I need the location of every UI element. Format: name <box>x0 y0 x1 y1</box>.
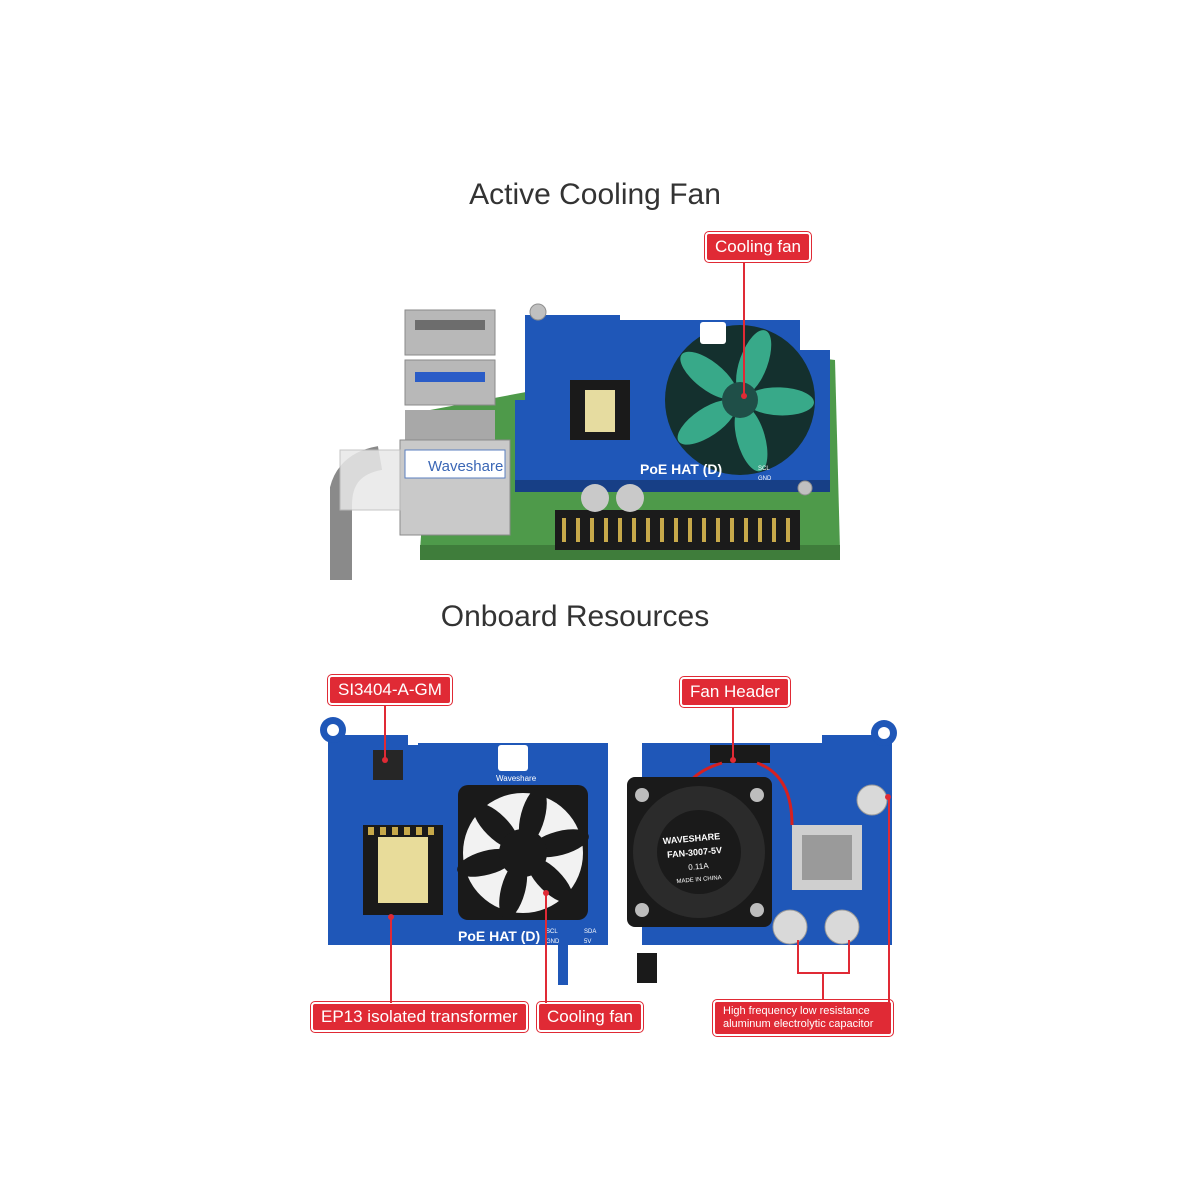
pcb-model-label: PoE HAT (D) <box>640 461 722 477</box>
callout-capacitor: High frequency low resistance aluminum e… <box>713 1000 893 1036</box>
si3404-chip <box>373 750 403 780</box>
fan-current-label: 0.11A <box>688 861 710 872</box>
usb-port <box>404 359 496 406</box>
leader-line <box>875 1017 890 1019</box>
fan-brand-label: WAVESHARE <box>662 831 720 846</box>
leader-dot <box>741 393 747 399</box>
waveshare-sticker-text: Waveshare <box>428 458 503 475</box>
pin-label-scl: SCL <box>546 929 558 935</box>
pin-label-gnd: GND <box>758 476 772 482</box>
pin-label-gnd: GND <box>546 939 560 945</box>
leader-dot <box>885 794 891 800</box>
leader-line <box>888 797 890 1019</box>
pcb-model-label: PoE HAT (D) <box>458 928 540 944</box>
leader-dot <box>382 757 388 763</box>
product-photo-front: Waveshare PoE HAT (D) SCL SDA GND 5V <box>320 717 608 985</box>
leader-line <box>743 262 745 396</box>
fan-header <box>710 745 770 763</box>
leader-line <box>732 707 734 760</box>
fan-origin-label: MADE IN CHINA <box>676 875 722 885</box>
callout-fan-header: Fan Header <box>680 677 790 707</box>
leader-line <box>384 705 386 760</box>
waveshare-logo <box>700 322 726 344</box>
leader-dot <box>388 914 394 920</box>
pin-label-sda: SDA <box>584 929 596 935</box>
leader-line <box>390 917 392 1003</box>
callout-cooling-fan-top: Cooling fan <box>705 232 812 262</box>
leader-dot <box>730 757 736 763</box>
callout-si3404: SI3404-A-GM <box>328 675 452 705</box>
section-title-active-cooling: Active Cooling Fan <box>469 178 721 211</box>
pin-label-scl: SCL <box>758 466 770 472</box>
product-photo-top: Waveshare PoE HAT (D) SCL GND <box>330 303 840 580</box>
aluminum-capacitor <box>856 784 888 816</box>
aluminum-capacitor <box>772 909 808 945</box>
leader-line <box>848 940 850 973</box>
leader-line <box>545 893 547 1003</box>
waveshare-brand-text: Waveshare <box>496 774 537 783</box>
pin-label-5v: 5V <box>584 939 591 945</box>
leader-dot <box>543 890 549 896</box>
product-photo-back: WAVESHARE FAN-3007-5V 0.11A MADE IN CHIN… <box>627 720 897 983</box>
usb-port <box>404 309 496 356</box>
waveshare-logo <box>498 745 528 771</box>
leader-line <box>822 972 824 1000</box>
callout-capacitor-line2: aluminum electrolytic capacitor <box>723 1018 874 1030</box>
callout-capacitor-line1: High frequency low resistance <box>723 1005 870 1017</box>
leader-line <box>797 940 799 973</box>
callout-ep13-transformer: EP13 isolated transformer <box>311 1002 528 1032</box>
fan-model-label: FAN-3007-5V <box>667 845 723 860</box>
callout-cooling-fan-bottom: Cooling fan <box>537 1002 644 1032</box>
aluminum-capacitor <box>824 909 860 945</box>
section-title-onboard-resources: Onboard Resources <box>440 600 710 633</box>
